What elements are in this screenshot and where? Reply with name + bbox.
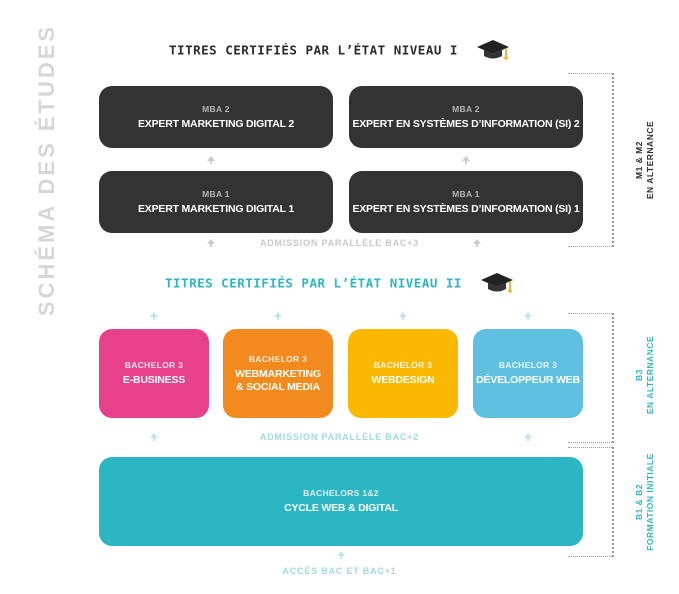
box-main: CYCLE WEB & DIGITAL	[284, 502, 398, 514]
box-main-line2: & SOCIAL MEDIA	[236, 380, 320, 393]
level1-title: TITRES CERTIFIÉS PAR L’ÉTAT NIVEAU I	[0, 38, 679, 62]
bachelor3-ebusiness-box: BACHELOR 3 E-BUSINESS	[99, 329, 209, 418]
arrow-up-icon	[473, 239, 481, 247]
box-sub: MBA 1	[452, 188, 480, 199]
access-bac: ACCÈS BAC ET BAC+1	[282, 566, 397, 576]
bracket-b1b2	[568, 447, 614, 557]
schema-title: SCHÉMA DES ÉTUDES	[22, 24, 72, 316]
box-main: EXPERT MARKETING DIGITAL 1	[137, 202, 294, 215]
level2-title: TITRES CERTIFIÉS PAR L’ÉTAT NIVEAU II	[0, 271, 679, 295]
bracket-m1m2	[568, 73, 614, 247]
bachelor3-webdesign-box: BACHELOR 3 WEBDESIGN	[348, 329, 458, 418]
arrow-up-icon	[150, 433, 158, 441]
box-sub: BACHELOR 3	[373, 360, 433, 370]
label-b3: B3 EN ALTERNANCE	[620, 325, 670, 425]
box-main-line1: WEBMARKETING	[235, 367, 321, 380]
mba1-marketing-box: MBA 1 EXPERT MARKETING DIGITAL 1	[99, 171, 333, 233]
bachelors12-box: BACHELORS 1&2 CYCLE WEB & DIGITAL	[99, 457, 583, 546]
bachelor3-devweb-box: BACHELOR 3 DÉVELOPPEUR WEB	[473, 329, 583, 418]
graduation-cap-icon	[480, 273, 513, 293]
level2-title-text: TITRES CERTIFIÉS PAR L’ÉTAT NIVEAU II	[165, 275, 462, 291]
box-sub: MBA 2	[202, 103, 230, 114]
box-sub: BACHELOR 3	[124, 360, 184, 370]
box-main: EXPERT EN SYSTÈMES D’INFORMATION (SI) 2	[352, 117, 580, 130]
label-b1b2-line2: FORMATION INITIALE	[645, 453, 655, 551]
box-main: EXPERT MARKETING DIGITAL 2	[137, 117, 294, 130]
box-sub: BACHELORS 1&2	[303, 488, 379, 498]
mba1-si-box: MBA 1 EXPERT EN SYSTÈMES D’INFORMATION (…	[349, 171, 583, 233]
box-sub: BACHELOR 3	[248, 353, 308, 364]
arrow-up-icon	[150, 312, 158, 320]
arrow-up-icon	[207, 239, 215, 247]
label-b1b2-line1: B1 & B2	[634, 483, 644, 521]
graduation-cap-icon	[476, 40, 509, 60]
bachelor3-webmarketing-box: BACHELOR 3 WEBMARKETING & SOCIAL MEDIA	[223, 329, 333, 418]
arrow-up-icon	[524, 312, 532, 320]
mba2-si-box: MBA 2 EXPERT EN SYSTÈMES D’INFORMATION (…	[349, 86, 583, 148]
mba2-marketing-box: MBA 2 EXPERT MARKETING DIGITAL 2	[99, 86, 333, 148]
arrow-up-icon	[524, 433, 532, 441]
box-main: EXPERT EN SYSTÈMES D’INFORMATION (SI) 1	[352, 202, 580, 215]
arrow-up-icon	[207, 156, 215, 164]
label-m1m2-line2: EN ALTERNANCE	[645, 120, 655, 200]
admission-bac2: ADMISSION PARALLÈLE BAC+2	[259, 432, 420, 442]
label-b3-line2: EN ALTERNANCE	[645, 335, 655, 415]
box-sub: BACHELOR 3	[498, 360, 558, 370]
arrow-up-icon	[462, 156, 470, 164]
box-main-line1: WEBDESIGN	[371, 374, 435, 386]
label-b1b2: B1 & B2 FORMATION INITIALE	[620, 448, 670, 556]
level1-title-text: TITRES CERTIFIÉS PAR L’ÉTAT NIVEAU I	[169, 42, 458, 58]
admission-bac3: ADMISSION PARALLÈLE BAC+3	[259, 238, 420, 248]
label-m1m2: M1 & M2 EN ALTERNANCE	[620, 110, 670, 210]
arrow-up-icon	[399, 312, 407, 320]
box-sub: MBA 1	[202, 188, 230, 199]
bracket-b3	[568, 313, 614, 443]
label-m1m2-line1: M1 & M2	[634, 141, 644, 179]
box-sub: MBA 2	[452, 103, 480, 114]
label-b3-line1: B3	[634, 369, 644, 381]
box-main-line1: E-BUSINESS	[122, 374, 186, 386]
box-main-line1: DÉVELOPPEUR WEB	[476, 374, 580, 386]
arrow-up-icon	[337, 551, 345, 559]
arrow-up-icon	[274, 312, 282, 320]
